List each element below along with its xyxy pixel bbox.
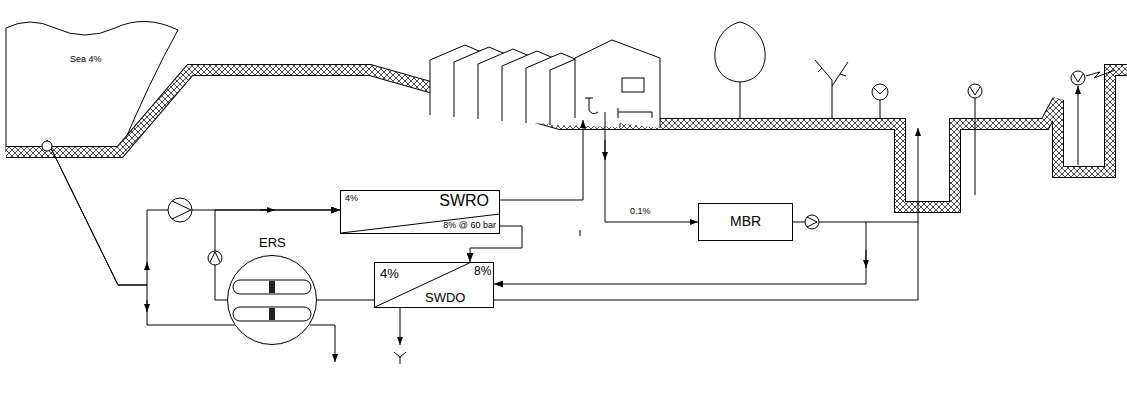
concentration-label: 0.1% — [630, 207, 651, 217]
booster-pump — [208, 251, 222, 265]
node-text: ERS — [259, 236, 286, 250]
sea-outline — [6, 21, 178, 152]
mbr-pump — [805, 215, 819, 229]
node-text: 8% — [474, 265, 491, 278]
intake — [42, 141, 52, 151]
water-lines — [147, 70, 1115, 364]
process-box: 4% SWRO 8% @ 60 bar — [340, 190, 500, 234]
node-text: 4% — [380, 267, 399, 281]
trees — [715, 22, 888, 119]
flow-line — [47, 140, 235, 325]
process-box: 4% 8% SWDO — [374, 262, 494, 308]
node-text: SWRO — [439, 192, 489, 210]
flow-line — [494, 222, 866, 284]
hp-pump — [168, 198, 192, 222]
shape-outline — [227, 255, 317, 345]
well-pump — [1071, 71, 1085, 85]
flow-line — [317, 300, 374, 301]
well-pump — [968, 84, 982, 98]
node-text: 8% @ 60 bar — [443, 221, 496, 231]
flow-line — [215, 210, 340, 300]
ers-vessel: ERS — [227, 255, 317, 345]
node-text: MBR — [730, 214, 761, 229]
house — [575, 40, 660, 128]
process-box: MBR — [698, 203, 793, 241]
node-text: SWDO — [425, 291, 465, 305]
node-text: Sea 4% — [70, 55, 102, 65]
sea-region: Sea 4% — [8, 25, 186, 140]
node-text: 4% — [345, 194, 358, 204]
